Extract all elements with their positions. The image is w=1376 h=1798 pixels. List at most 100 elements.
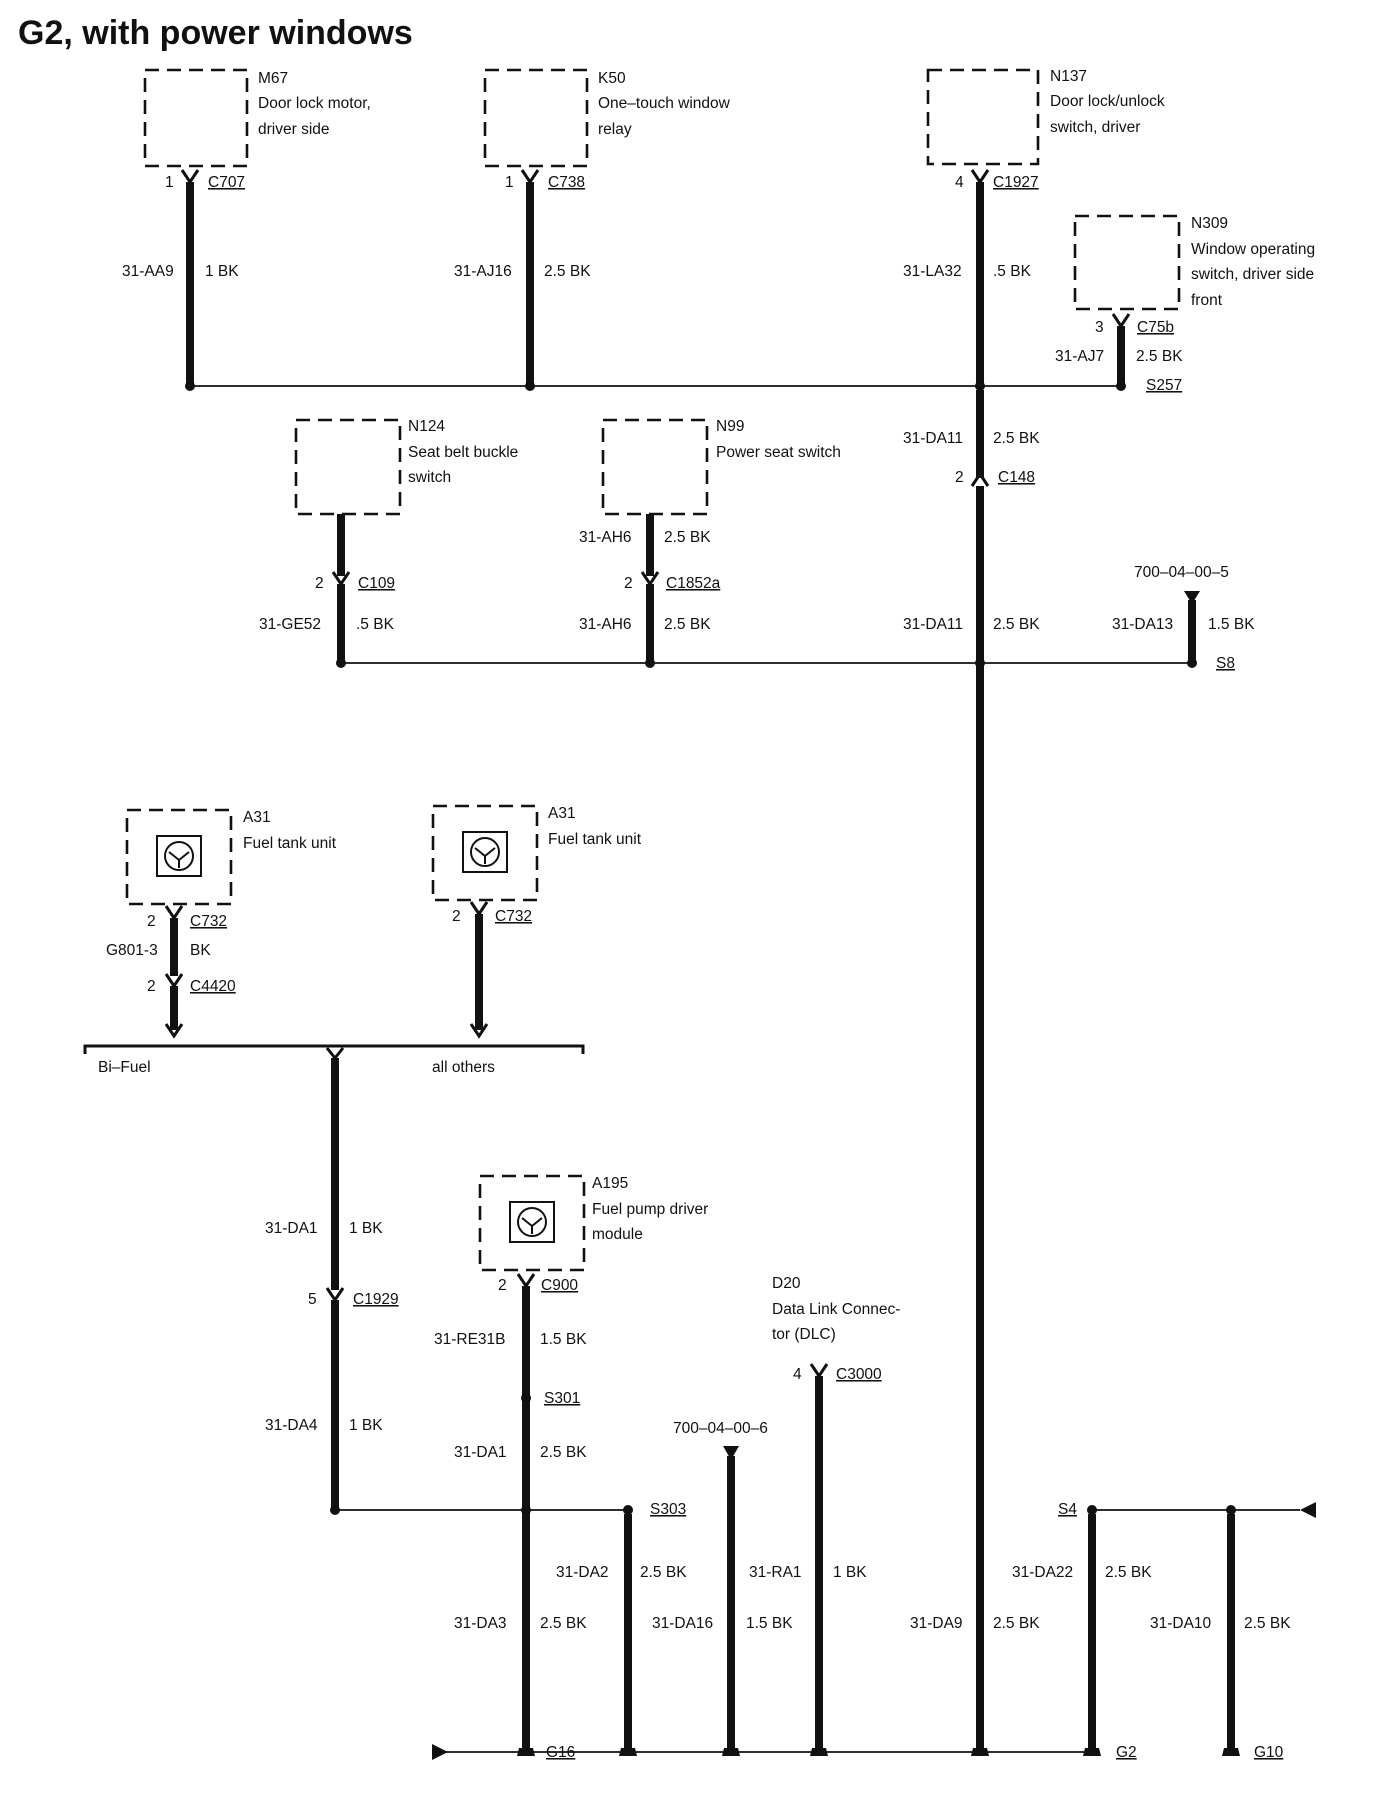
circuit-31-aj16: 31-AJ16	[454, 263, 512, 280]
junction-dot	[975, 381, 985, 391]
d20-id: D20	[772, 1275, 801, 1292]
junction-dot	[185, 381, 195, 391]
connector-c1852a: C1852a	[666, 575, 721, 592]
option-all-others: all others	[432, 1059, 495, 1076]
circuit-31-da10: 31-DA10	[1150, 1615, 1212, 1632]
junction-dot	[1116, 381, 1126, 391]
splice-label-s303: S303	[650, 1501, 686, 1518]
a31-right-symbol-frame	[462, 831, 508, 873]
component-n309: N309 Window operating switch, driver sid…	[1055, 214, 1315, 384]
circuit-31-da1: 31-DA1	[265, 1220, 318, 1237]
wire-31-da11-upper-group: 31-DA11 2.5 BK 2 C148	[903, 390, 1040, 487]
circuit-31-ge52: 31-GE52	[259, 616, 321, 633]
junction-dot	[330, 1505, 340, 1515]
wire-size-31-aj7: 2.5 BK	[1136, 348, 1183, 365]
circuit-31-ah6: 31-AH6	[579, 616, 632, 633]
c3000-pin-symbol	[809, 1363, 829, 1379]
c1927-pin-symbol	[970, 169, 990, 185]
component-n124: N124 Seat belt buckle switch 2 C109 31-G…	[259, 418, 518, 663]
a31-left-symbol-frame	[156, 835, 202, 877]
fuel-sender-icon-inner	[474, 847, 496, 864]
c148-pin: 2	[955, 469, 964, 486]
circuit-31-da11-upper: 31-DA11	[903, 430, 963, 447]
connector-c738: C738	[548, 174, 585, 191]
ground-symbol	[517, 1748, 535, 1756]
ground-symbol	[722, 1748, 740, 1756]
c148-pin-symbol	[970, 471, 990, 487]
a195-box	[478, 1174, 586, 1272]
wire-size-g801-3: BK	[190, 942, 211, 959]
wire-size-31-da11-lower: 2.5 BK	[993, 616, 1040, 633]
m67-box	[143, 68, 249, 168]
circuit-31-da9: 31-DA9	[910, 1615, 963, 1632]
wire-size-31-aj16: 2.5 BK	[544, 263, 591, 280]
splice-s8: S8	[336, 655, 1235, 672]
fuel-sender-icon	[164, 841, 194, 871]
n124-id: N124	[408, 418, 445, 435]
ground-bus: G16 G2 G10	[432, 1744, 1284, 1761]
splice-s4: S4 31-DA22 2.5 BK 31-DA10 2.5 BK	[1012, 1501, 1316, 1752]
n137-desc2: switch, driver	[1050, 119, 1140, 136]
wire-size-31-da16: 1.5 BK	[746, 1615, 793, 1632]
wire-size-31-da13: 1.5 BK	[1208, 616, 1255, 633]
m67-id: M67	[258, 70, 288, 87]
ground-label-g16: G16	[546, 1744, 575, 1761]
n309-pin: 3	[1095, 319, 1104, 336]
m67-pin: 1	[165, 174, 174, 191]
n99-desc1: Power seat switch	[716, 444, 841, 461]
wire-size-31-da22: 2.5 BK	[1105, 1564, 1152, 1581]
fuel-pump-icon-inner	[521, 1217, 543, 1234]
n309-desc3: front	[1191, 292, 1223, 309]
circuit-31-da13: 31-DA13	[1112, 616, 1173, 633]
connector-c1929: C1929	[353, 1291, 399, 1308]
n124-desc2: switch	[408, 469, 451, 486]
junction-dot	[645, 658, 655, 668]
connector-c732-left: C732	[190, 913, 227, 930]
wire-size-31-aa9: 1 BK	[205, 263, 239, 280]
junction-dot	[1226, 1505, 1236, 1515]
wire-size-31-da2: 2.5 BK	[640, 1564, 687, 1581]
a31-right-box	[431, 804, 539, 902]
wire-size-31-da4: 1 BK	[349, 1417, 383, 1434]
continuation-arrow-right	[1300, 1502, 1316, 1518]
wire-size-31-da3: 2.5 BK	[540, 1615, 587, 1632]
reference-700-04-00-6: 700–04–00–6	[673, 1420, 768, 1437]
wire-size-31-da11-upper: 2.5 BK	[993, 430, 1040, 447]
component-n137: N137 Door lock/unlock switch, driver 4 C…	[903, 68, 1165, 386]
ground-label-g10: G10	[1254, 1744, 1284, 1761]
splice-label-s4: S4	[1058, 1501, 1077, 1518]
circuit-31-da4: 31-DA4	[265, 1417, 318, 1434]
component-a31-left: A31 Fuel tank unit 2 C732 G801-3 BK 2 C4…	[106, 808, 337, 1039]
d20-desc2: tor (DLC)	[772, 1326, 836, 1343]
n309-id: N309	[1191, 215, 1228, 232]
k50-box	[483, 68, 589, 168]
connector-c1927: C1927	[993, 174, 1039, 191]
wire-size-31-ge52: .5 BK	[356, 616, 395, 633]
component-k50: K50 One–touch window relay 1 C738 31-AJ1…	[454, 68, 731, 386]
a31-right-desc: Fuel tank unit	[548, 831, 642, 848]
wire-size-31-da9: 2.5 BK	[993, 1615, 1040, 1632]
connector-c75b: C75b	[1137, 319, 1174, 336]
connector-c3000: C3000	[836, 1366, 882, 1383]
n124-pin: 2	[315, 575, 324, 592]
n99-box	[601, 418, 709, 516]
fuel-sender-icon-inner	[168, 851, 190, 868]
splice-s303: S303 31-DA2 2.5 BK	[330, 1501, 687, 1752]
n137-desc1: Door lock/unlock	[1050, 93, 1165, 110]
circuit-31-aa9: 31-AA9	[122, 263, 174, 280]
connector-c900: C900	[541, 1277, 578, 1294]
n309-desc2: switch, driver side	[1191, 266, 1314, 283]
ground-symbol	[971, 1748, 989, 1756]
n99-id: N99	[716, 418, 744, 435]
d20-desc1: Data Link Connec-	[772, 1301, 900, 1318]
a31-left-desc: Fuel tank unit	[243, 835, 337, 852]
n99-pin: 2	[624, 575, 633, 592]
component-a31-right: A31 Fuel tank unit 2 C732	[431, 804, 642, 1039]
fuel-sender-icon	[470, 837, 500, 867]
component-d20: D20 Data Link Connec- tor (DLC) 4 C3000 …	[749, 1275, 900, 1752]
a195-symbol-frame	[509, 1201, 555, 1243]
wire-size-31-ra1: 1 BK	[833, 1564, 867, 1581]
bifuel-pin-symbol	[164, 1023, 184, 1039]
n309-desc1: Window operating	[1191, 241, 1315, 258]
